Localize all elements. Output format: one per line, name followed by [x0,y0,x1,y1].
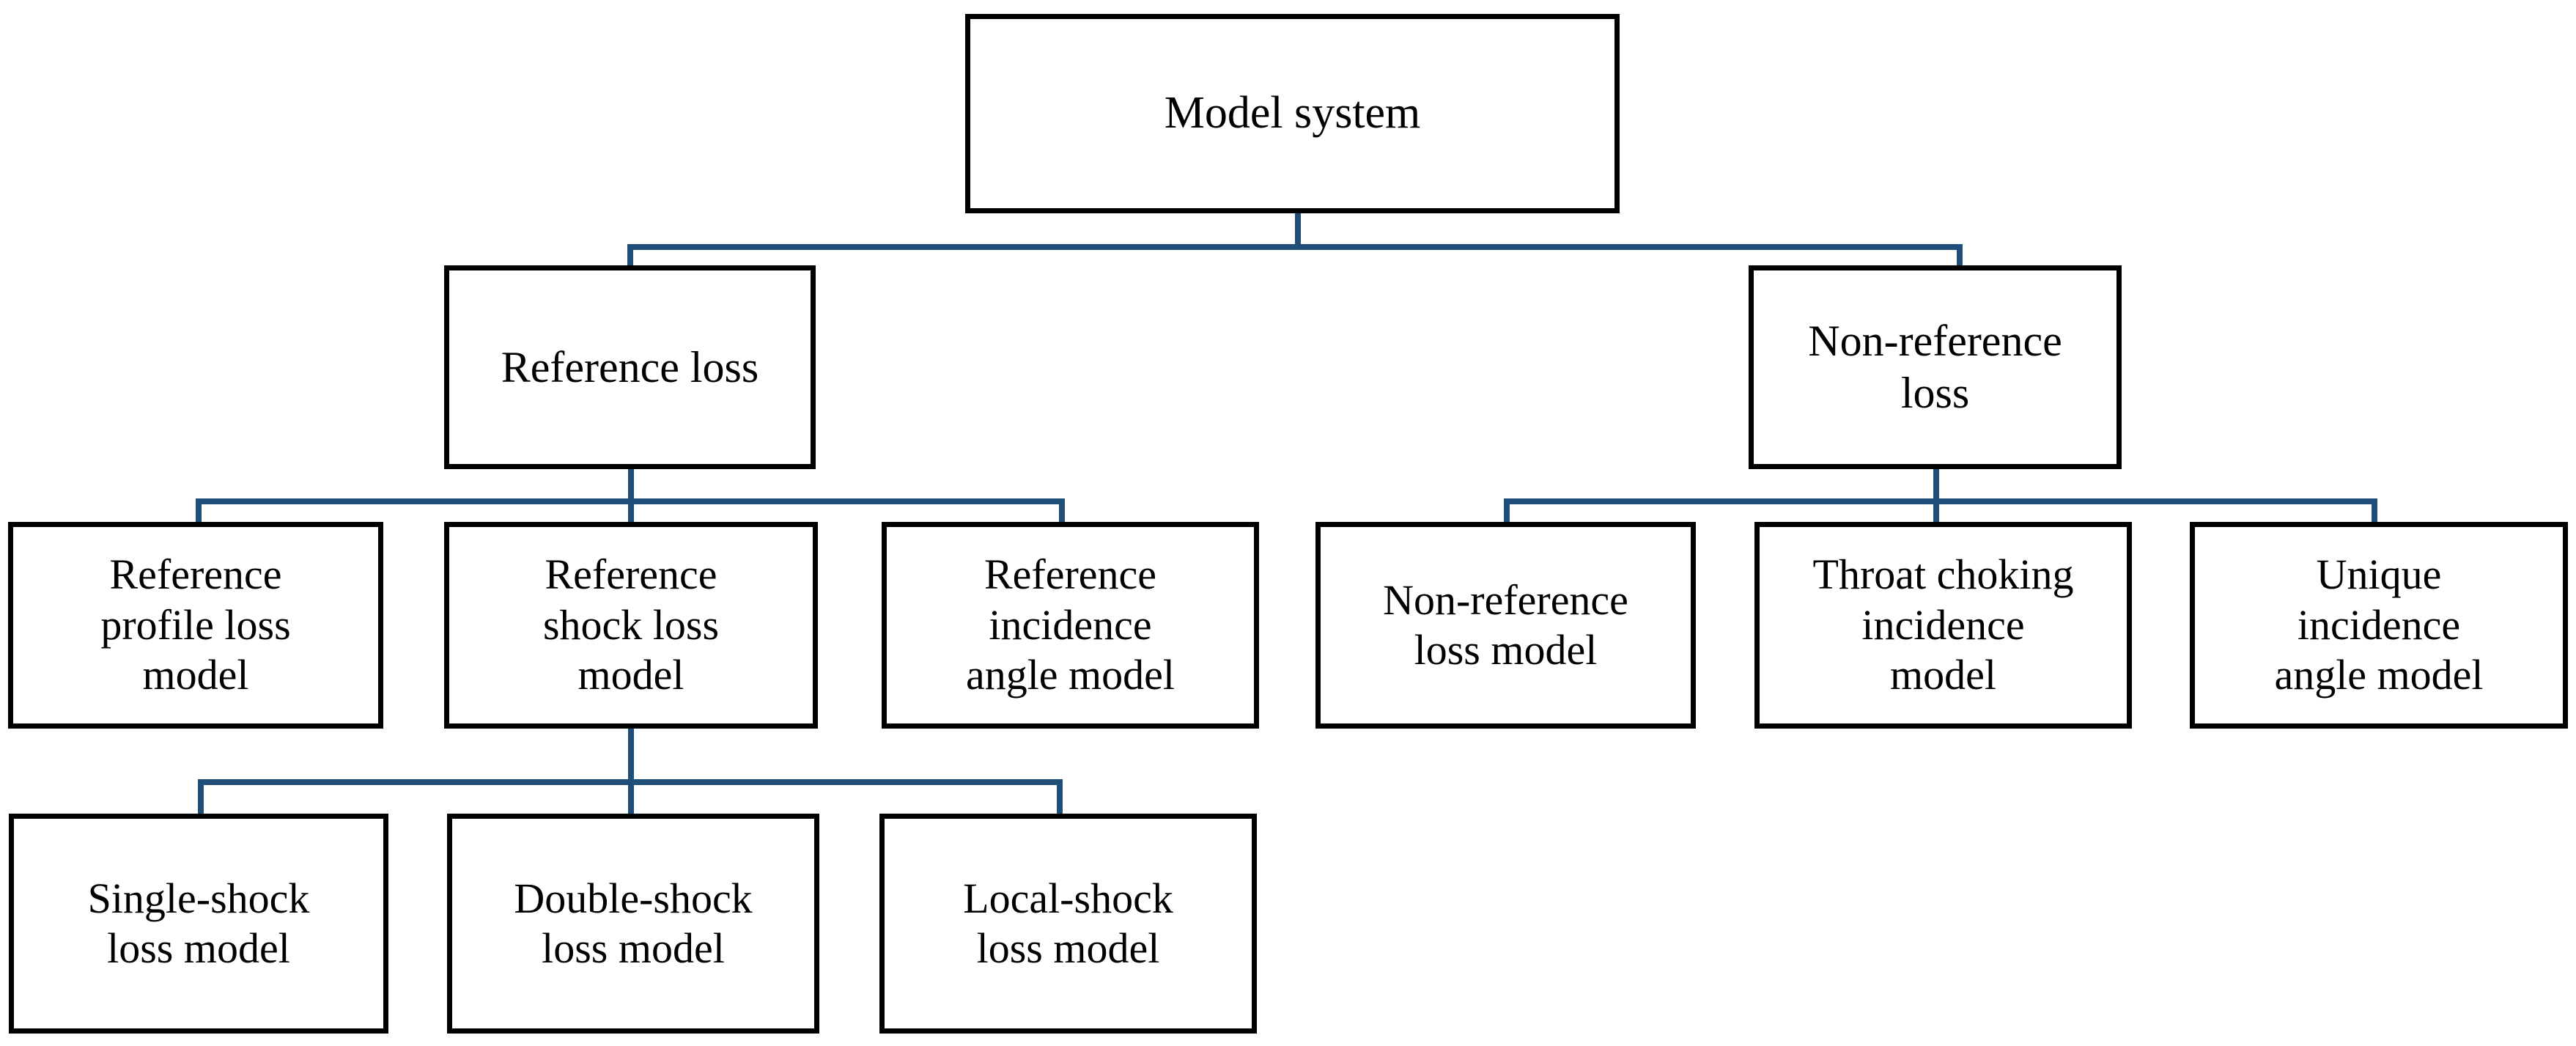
connector-to-non-reference-loss [1957,244,1963,268]
connector-to-unique-incidence-angle-model [2372,498,2377,524]
node-double-shock-loss-model[interactable]: Double-shock loss model [447,814,819,1034]
node-label: Model system [1164,88,1421,139]
connector-level3-right-bus [1504,498,2377,504]
node-reference-incidence-angle-model[interactable]: Reference incidence angle model [882,522,1259,729]
node-label: Non-reference loss [1808,317,2062,417]
node-label: Non-reference loss model [1383,575,1628,674]
node-model-system[interactable]: Model system [965,14,1620,213]
connector-to-reference-incidence-angle-model [1059,498,1065,524]
node-label: Local-shock loss model [963,874,1173,972]
connector-to-double-shock-loss-model [628,779,634,814]
node-label: Reference incidence angle model [965,550,1176,699]
connector-to-reference-profile-loss-model [196,498,202,524]
node-label: Single-shock loss model [87,874,310,972]
connector-reference-shock-loss-down [628,727,634,780]
node-label: Double-shock loss model [514,874,753,972]
node-label: Reference profile loss model [100,550,291,699]
connector-reference-loss-down [628,468,634,503]
node-label: Reference shock loss model [542,550,720,699]
node-throat-choking-incidence-model[interactable]: Throat choking incidence model [1754,522,2132,729]
node-label: Throat choking incidence model [1812,550,2074,699]
connector-to-local-shock-loss-model [1057,779,1063,814]
node-reference-loss[interactable]: Reference loss [444,265,816,469]
node-label: Unique incidence angle model [2274,550,2484,699]
node-non-reference-loss[interactable]: Non-reference loss [1749,265,2122,469]
connector-to-reference-loss [627,244,633,268]
connector-to-non-reference-loss-model [1504,498,1510,524]
connector-to-reference-shock-loss-model [628,498,634,524]
connector-to-throat-choking-incidence-model [1933,498,1939,524]
node-non-reference-loss-model[interactable]: Non-reference loss model [1315,522,1696,729]
connector-to-single-shock-loss-model [198,779,204,814]
node-single-shock-loss-model[interactable]: Single-shock loss model [9,814,388,1034]
node-reference-profile-loss-model[interactable]: Reference profile loss model [8,522,383,729]
node-reference-shock-loss-model[interactable]: Reference shock loss model [444,522,818,729]
connector-level2-bus [627,244,1963,250]
connector-non-reference-loss-down [1933,468,1939,503]
node-label: Reference loss [501,342,759,391]
node-unique-incidence-angle-model[interactable]: Unique incidence angle model [2190,522,2568,729]
connector-root-down [1295,213,1301,249]
node-local-shock-loss-model[interactable]: Local-shock loss model [879,814,1257,1034]
